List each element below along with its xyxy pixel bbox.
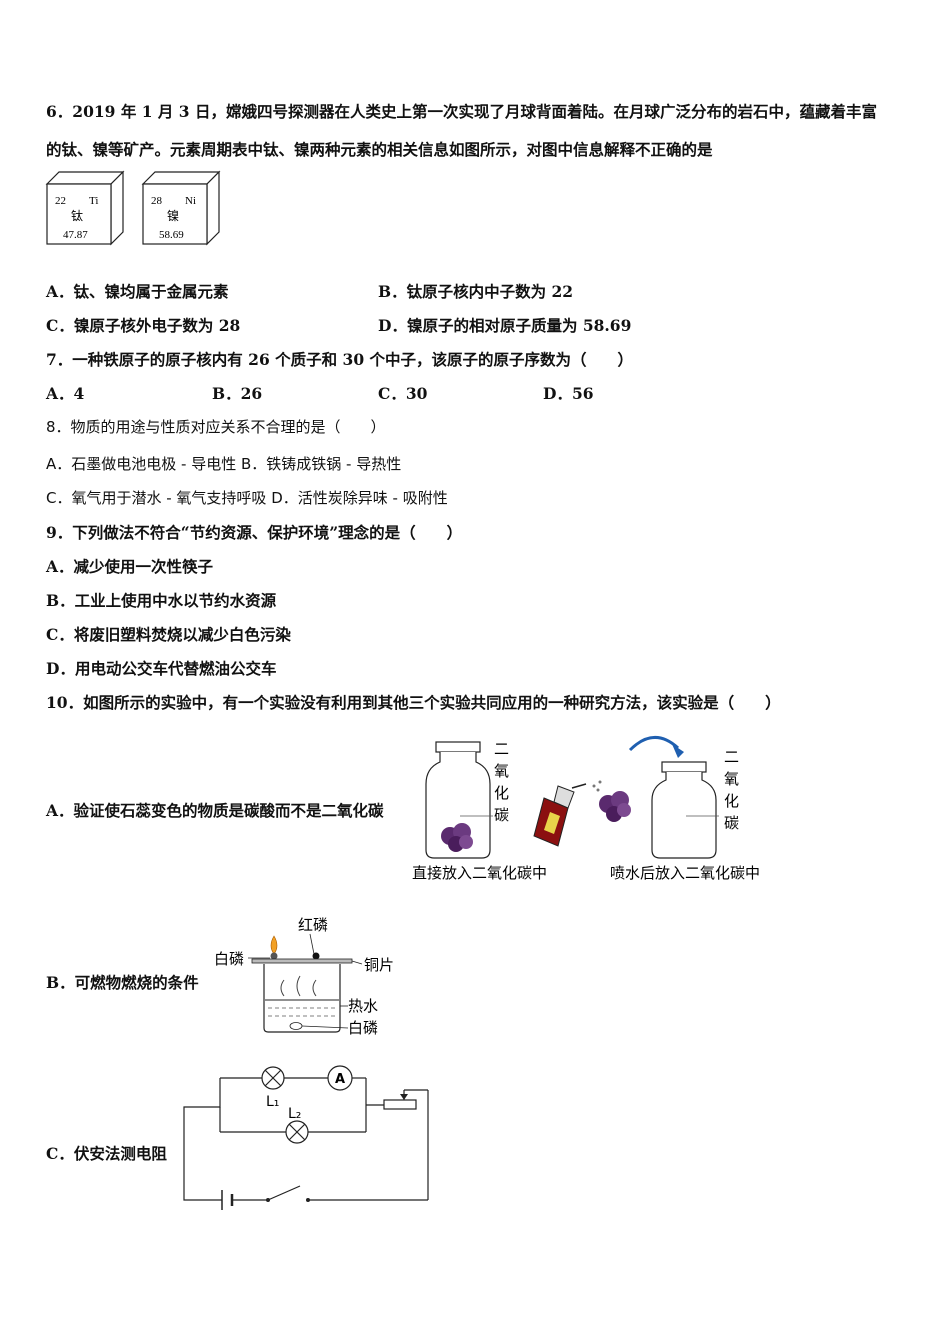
svg-text:二: 二 (724, 748, 739, 766)
element-card-titanium: 22 Ti 钛 47.87 (45, 170, 127, 252)
svg-text:二: 二 (494, 740, 509, 758)
element-symbol: Ti (89, 195, 98, 207)
q10-option-a[interactable]: A．验证使石蕊变色的物质是碳酸而不是二氧化碳 (46, 801, 384, 820)
svg-text:化: 化 (724, 792, 739, 810)
copper-plate (251, 958, 353, 964)
q8-stem: 8．物质的用途与性质对应关系不合理的是（ ） (46, 418, 386, 436)
q6-stem-line1: 6．2019 年 1 月 3 日，嫦娥四号探测器在人类史上第一次实现了月球背面着… (46, 102, 877, 121)
q9-stem: 9．下列做法不符合“节约资源、保护环境”理念的是（ ） (46, 523, 463, 542)
q7-option-a[interactable]: A．4 (46, 384, 85, 403)
rheostat-icon (383, 1099, 417, 1110)
caption-right: 喷水后放入二氧化碳中 (610, 864, 760, 882)
label-white-phosphorus-bottom: 白磷 (348, 1019, 378, 1037)
jar-left (425, 741, 493, 859)
label-l2: L₂ (288, 1106, 301, 1122)
q9-option-c[interactable]: C．将废旧塑料焚烧以减少白色污染 (46, 625, 291, 644)
q6-option-b[interactable]: B．钛原子核内中子数为 22 (378, 282, 574, 301)
q7-option-d[interactable]: D．56 (543, 384, 594, 403)
figure-combustion-experiment: 红磷 白磷 铜片 热水 白磷 (212, 910, 412, 1044)
battery-icon (221, 1190, 234, 1210)
lamp-l2-icon (285, 1120, 309, 1144)
litmus-flower-icon (441, 823, 473, 852)
element-mass: 47.87 (63, 229, 88, 241)
figure-circuit: L₁ A L₂ (178, 1062, 438, 1218)
element-number: 22 (55, 195, 66, 207)
switch-icon (266, 1198, 270, 1202)
curved-arrow-icon (628, 736, 684, 758)
svg-text:氧: 氧 (724, 770, 739, 788)
svg-text:碳: 碳 (724, 814, 739, 832)
q9-option-a[interactable]: A．减少使用一次性筷子 (46, 557, 214, 576)
jar-right (651, 761, 719, 859)
q7-stem: 7．一种铁原子的原子核内有 26 个质子和 30 个中子，该原子的原子序数为（ … (46, 350, 634, 369)
label-white-phosphorus-top: 白磷 (214, 950, 244, 968)
svg-text:碳: 碳 (494, 806, 509, 824)
label-copper: 铜片 (364, 956, 394, 974)
spray-bottle-icon (533, 780, 602, 847)
q6-option-d[interactable]: D．镍原子的相对原子质量为 58.69 (378, 316, 632, 335)
q6-option-c[interactable]: C．镍原子核外电子数为 28 (46, 316, 241, 335)
label-hot-water: 热水 (348, 997, 378, 1015)
q6-option-a[interactable]: A．钛、镍均属于金属元素 (46, 282, 229, 301)
q10-stem: 10．如图所示的实验中，有一个实验没有利用到其他三个实验共同应用的一种研究方法，… (46, 693, 781, 712)
svg-text:氧: 氧 (494, 762, 509, 780)
lamp-l1-icon (261, 1066, 285, 1090)
element-name: 镍 (167, 209, 179, 223)
gas-label-left: 二 氧 化 碳 (494, 740, 509, 824)
gas-label-right: 二 氧 化 碳 (724, 748, 739, 832)
element-symbol: Ni (185, 195, 196, 207)
ammeter-icon: A (327, 1065, 353, 1091)
q9-option-d[interactable]: D．用电动公交车代替燃油公交车 (46, 659, 277, 678)
q8-options-ab[interactable]: A．石墨做电池电极 - 导电性 B．铁铸成铁锅 - 导热性 (46, 455, 402, 473)
q8-options-cd[interactable]: C．氧气用于潜水 - 氧气支持呼吸 D．活性炭除异味 - 吸附性 (46, 489, 448, 507)
beaker (263, 964, 341, 1033)
svg-text:A: A (335, 1072, 345, 1087)
flame-icon (270, 935, 278, 955)
q6-stem-line2: 的钛、镍等矿产。元素周期表中钛、镍两种元素的相关信息如图所示，对图中信息解释不正… (46, 140, 713, 159)
svg-text:化: 化 (494, 784, 509, 802)
element-name: 钛 (71, 208, 83, 223)
red-phosphorus-dot (312, 952, 320, 960)
q10-option-c[interactable]: C．伏安法测电阻 (46, 1144, 167, 1163)
element-mass: 58.69 (159, 229, 184, 241)
q9-option-b[interactable]: B．工业上使用中水以节约水资源 (46, 591, 277, 610)
litmus-flower-icon (599, 791, 631, 822)
figure-litmus-experiment: 二 氧 化 碳 直接放入二氧化碳中 (408, 728, 798, 892)
label-red-phosphorus: 红磷 (298, 916, 328, 934)
element-card-nickel: 28 Ni 镍 58.69 (141, 170, 223, 252)
q7-option-c[interactable]: C．30 (378, 384, 428, 403)
label-l1: L₁ (266, 1094, 279, 1110)
caption-left: 直接放入二氧化碳中 (412, 864, 547, 882)
q10-option-b[interactable]: B．可燃物燃烧的条件 (46, 973, 199, 992)
white-phosphorus-dot (270, 952, 278, 960)
q7-option-b[interactable]: B．26 (212, 384, 263, 403)
element-number: 28 (151, 195, 163, 207)
